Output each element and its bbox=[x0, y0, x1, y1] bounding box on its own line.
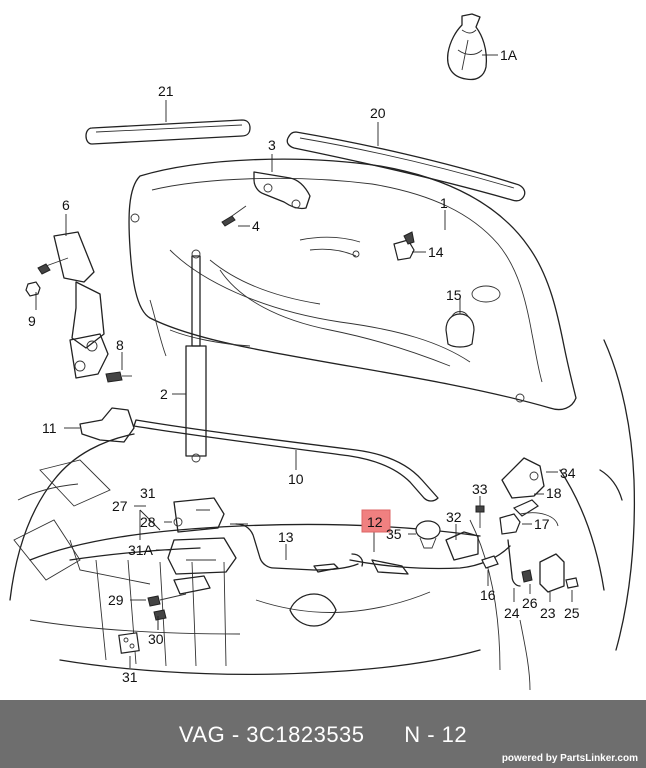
part-32-bracket bbox=[445, 531, 479, 561]
part-number-label: VAG - 3C1823535 N - 12 bbox=[178, 722, 468, 747]
callout-21: 21 bbox=[158, 83, 174, 99]
part-10-seal bbox=[133, 419, 439, 502]
callout-24: 24 bbox=[504, 605, 520, 621]
part-26-clip bbox=[521, 569, 533, 583]
part-35-knob bbox=[415, 520, 441, 549]
part-31-block bbox=[118, 632, 140, 654]
part-1A-bag bbox=[446, 13, 488, 81]
callout-28: 28 bbox=[140, 514, 156, 530]
part-18-grommet bbox=[512, 499, 539, 517]
callout-31-top: 31 bbox=[140, 485, 156, 501]
part-14-clip bbox=[393, 231, 415, 261]
callout-18: 18 bbox=[546, 485, 562, 501]
callout-32: 32 bbox=[446, 509, 462, 525]
exploded-parts-diagram: 1A 21 20 3 1 6 4 14 15 9 8 2 11 10 34 33… bbox=[9, 13, 636, 691]
callout-26: 26 bbox=[522, 595, 538, 611]
part-34-bracket bbox=[501, 457, 545, 499]
callout-13: 13 bbox=[278, 529, 294, 545]
callout-31A: 31A bbox=[128, 542, 154, 558]
part-24-rod bbox=[507, 539, 521, 587]
callout-27: 27 bbox=[112, 498, 128, 514]
part-3-lock bbox=[253, 171, 311, 210]
part-23-switch bbox=[539, 553, 565, 593]
part-number-footer: VAG - 3C1823535 N - 12 powered by PartsL… bbox=[0, 700, 646, 768]
callout-17: 17 bbox=[534, 516, 550, 532]
callout-29: 29 bbox=[108, 592, 124, 608]
callout-9: 9 bbox=[28, 313, 36, 329]
part-1-hood bbox=[128, 158, 577, 411]
callout-16: 16 bbox=[480, 587, 496, 603]
callout-11: 11 bbox=[42, 420, 57, 436]
callout-3: 3 bbox=[268, 137, 276, 153]
callout-25: 25 bbox=[564, 605, 580, 621]
callout-23: 23 bbox=[540, 605, 556, 621]
callout-1: 1 bbox=[440, 195, 448, 211]
callout-35: 35 bbox=[386, 526, 402, 542]
part-6-hinge bbox=[53, 231, 109, 379]
part-16-clip bbox=[481, 555, 499, 569]
car-front-body bbox=[9, 339, 636, 691]
part-29-screw bbox=[147, 593, 187, 607]
callout-14: 14 bbox=[428, 244, 444, 260]
highlight-box-12 bbox=[361, 509, 391, 533]
part-11-bracket bbox=[79, 407, 135, 443]
callout-8: 8 bbox=[116, 337, 124, 353]
part-17-clip bbox=[499, 512, 559, 535]
part-21-trim-strip bbox=[85, 119, 251, 145]
part-33-screw bbox=[475, 505, 485, 528]
part-2-gas-strut bbox=[185, 249, 207, 463]
part-20-trim-strip bbox=[286, 131, 526, 202]
part-8-screw bbox=[105, 371, 132, 383]
part-25-connector bbox=[565, 577, 579, 589]
callout-30: 30 bbox=[148, 631, 164, 647]
callout-1A: 1A bbox=[500, 47, 518, 63]
callout-6: 6 bbox=[62, 197, 70, 213]
callout-4: 4 bbox=[252, 218, 260, 234]
part-13-cable bbox=[235, 523, 359, 573]
callout-12: 12 bbox=[367, 514, 383, 530]
part-27-lock-assembly bbox=[167, 497, 248, 595]
callout-2: 2 bbox=[160, 386, 168, 402]
callout-33: 33 bbox=[472, 481, 488, 497]
callout-34: 34 bbox=[560, 465, 576, 481]
callout-15: 15 bbox=[446, 287, 462, 303]
part-9-bolt bbox=[25, 257, 69, 297]
callout-10: 10 bbox=[288, 471, 304, 487]
part-4-screw bbox=[221, 205, 247, 227]
callout-31-bottom: 31 bbox=[122, 669, 138, 685]
powered-by-label: powered by PartsLinker.com bbox=[501, 753, 638, 764]
callout-20: 20 bbox=[370, 105, 386, 121]
